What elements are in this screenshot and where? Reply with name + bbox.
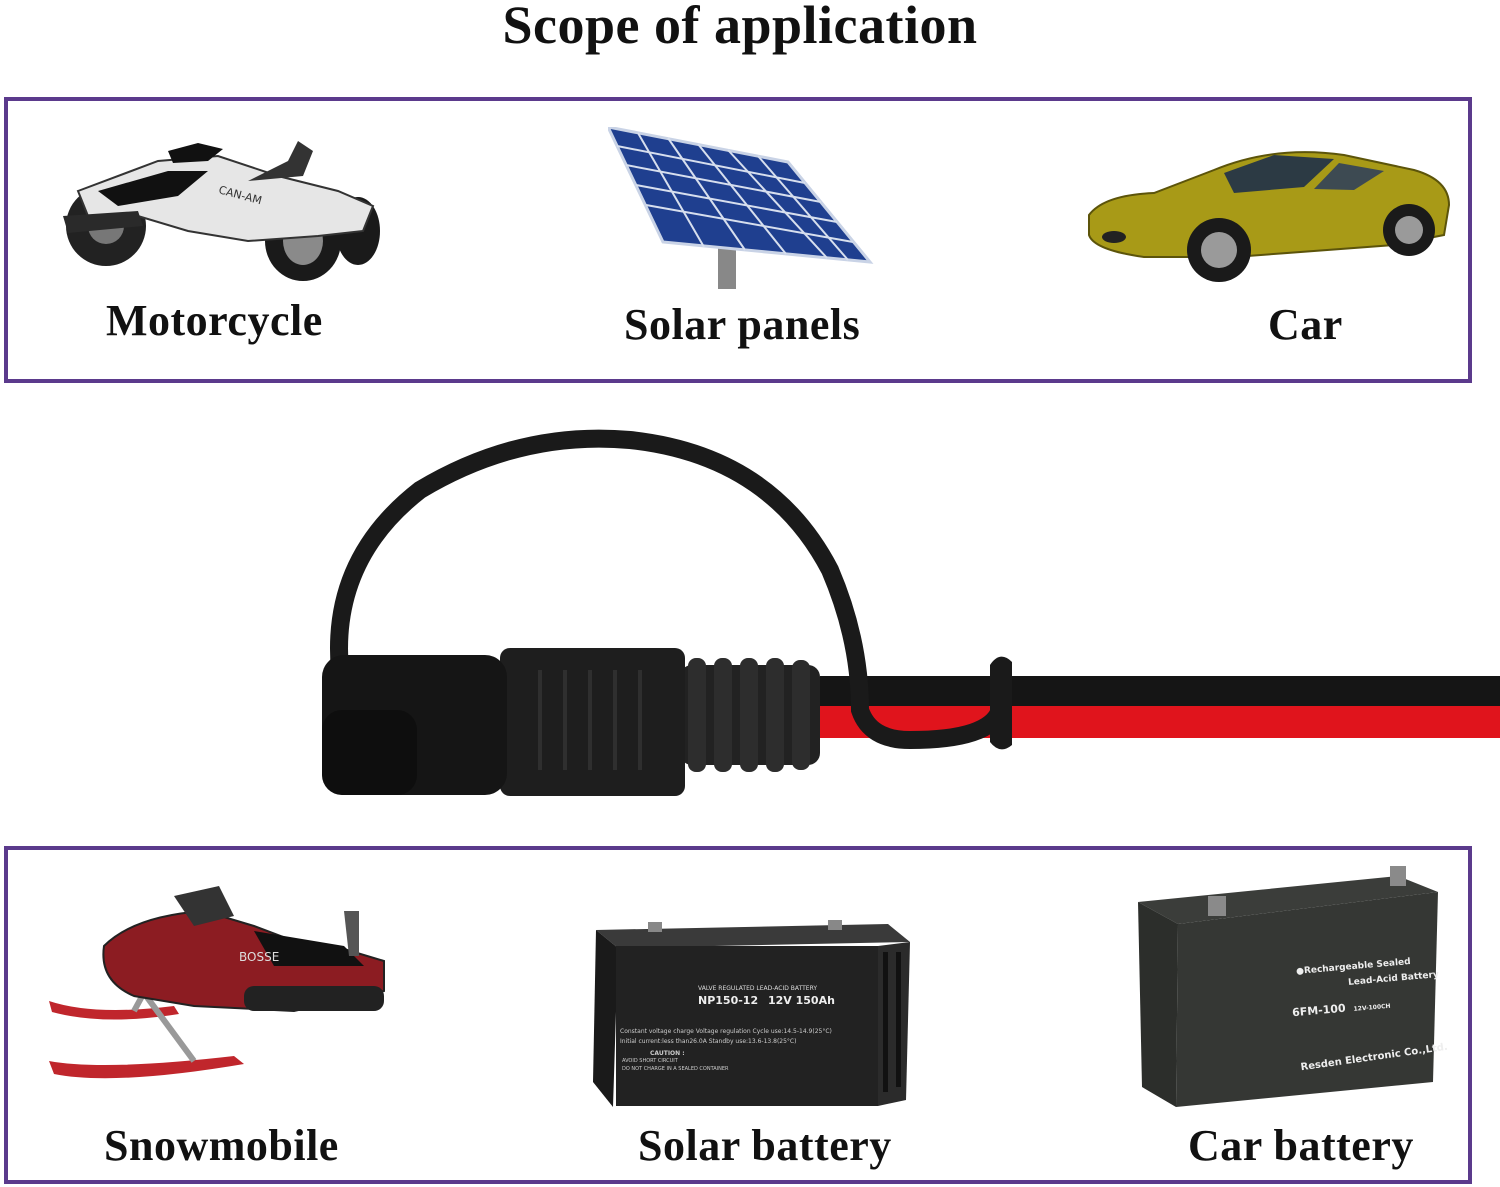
strain-relief (680, 658, 820, 772)
solar-battery-line2: Initial current:less than26.0A Standby u… (620, 1038, 797, 1045)
solar-panels-label: Solar panels (624, 300, 861, 349)
car-battery-icon (1138, 866, 1438, 1107)
page-title: Scope of application (502, 0, 978, 55)
motorcycle-item: CAN-AM (48, 121, 388, 281)
snowmobile-label: Snowmobile (104, 1121, 339, 1170)
snowmobile-brand: BOSSE (239, 950, 279, 964)
motorcycle-icon: CAN-AM (63, 141, 380, 281)
solar-battery-warn1: AVOID SHORT CIRCUIT (622, 1058, 678, 1064)
motorcycle-label: Motorcycle (106, 296, 323, 345)
solar-battery-line1: Constant voltage charge Voltage regulati… (620, 1028, 832, 1035)
solar-battery-header: VALVE REGULATED LEAD-ACID BATTERY (698, 985, 818, 992)
black-wire (820, 676, 1500, 706)
snowmobile-icon: BOSSE (49, 886, 385, 1079)
solar-battery-icon (593, 920, 910, 1107)
sae-connector-cable (322, 429, 1500, 796)
connector-body (500, 648, 685, 796)
snowmobile-item: BOSSE (44, 886, 404, 1116)
car-battery-item: ●Rechargeable Sealed Lead-Acid Battery 6… (1128, 862, 1448, 1112)
solar-panel-item (608, 127, 878, 292)
car-battery-label: Car battery (1188, 1121, 1414, 1170)
car-icon (1088, 151, 1451, 282)
solar-battery-caution: CAUTION : (650, 1050, 685, 1057)
dust-cap-strap (330, 429, 1009, 750)
bottom-application-panel: BOSSE Snowmobile VALVE REGULATED LEAD-AC… (4, 846, 1472, 1184)
solar-battery-model-number: NP150-12 (698, 994, 759, 1007)
solar-battery-label: Solar battery (638, 1121, 892, 1170)
solar-battery-item: VALVE REGULATED LEAD-ACID BATTERY NP150-… (588, 912, 918, 1112)
solar-panel-icon (608, 127, 874, 289)
solar-battery-spec: 12V 150Ah (767, 994, 835, 1007)
car-item (1084, 145, 1454, 290)
solar-battery-warn2: DO NOT CHARGE IN A SEALED CONTAINER (622, 1066, 729, 1072)
top-application-panel: CAN-AM Motorcycle Solar panels (4, 97, 1472, 383)
car-label: Car (1268, 300, 1343, 349)
solar-battery-model: NP150-12 12V 150Ah (698, 994, 835, 1007)
